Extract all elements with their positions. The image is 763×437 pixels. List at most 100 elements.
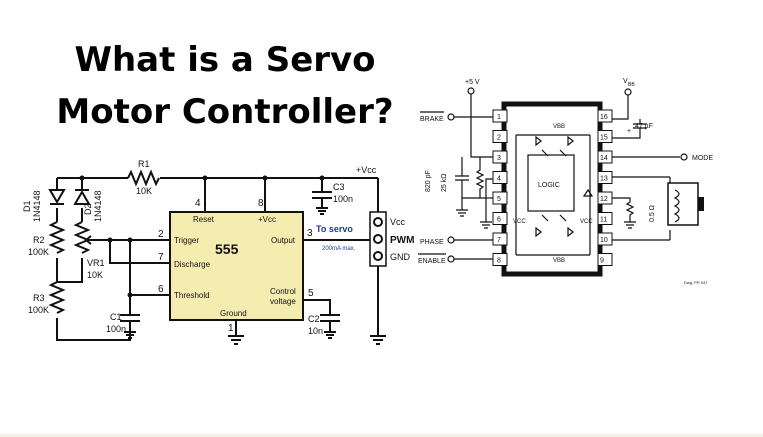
driver-pin-box — [597, 130, 613, 143]
driver-pin-number: 16 — [600, 114, 608, 121]
d1-part: 1N4148 — [32, 190, 42, 222]
driver-pin-number: 4 — [497, 176, 501, 183]
pin-ground-label: Ground — [220, 309, 247, 318]
driver-pin-box — [492, 171, 508, 184]
pin-threshold-label: Threshold — [174, 291, 210, 300]
conn-gnd-label: GND — [390, 252, 411, 262]
pin-voltage-label: voltage — [270, 297, 296, 306]
pin-4: 4 — [195, 198, 201, 209]
dwg-label: Dwg. PP-047 — [684, 280, 708, 285]
resistor-r2 — [48, 221, 66, 254]
driver-pin-box — [492, 130, 508, 143]
pin-5: 5 — [308, 288, 314, 299]
driver-pin-box — [597, 232, 613, 246]
driver-pin-box — [597, 212, 613, 225]
pin-6: 6 — [158, 284, 164, 295]
vcc-inner-a: VCC — [513, 219, 526, 225]
r3-name: R3 — [33, 293, 45, 303]
r2-value: 100K — [28, 247, 49, 257]
left-555-circuit: R1 10K +Vcc C3 100n D1 1N4148 R2 100K R3… — [22, 159, 414, 345]
vbb-top-sub: BB — [628, 82, 635, 88]
pin-7: 7 — [158, 252, 164, 263]
ic-555 — [169, 211, 304, 321]
pin-output-label: Output — [271, 236, 296, 245]
d2-name: D2 — [83, 203, 93, 215]
pin-1: 1 — [228, 323, 234, 334]
resistor-r1 — [127, 169, 160, 187]
pin-control-label: Control — [270, 287, 296, 296]
title-line-2: Motor Controller? — [56, 92, 394, 132]
to-servo-label: To servo — [316, 224, 353, 234]
c1-name: C1 — [110, 312, 122, 322]
r2-name: R2 — [33, 235, 45, 245]
driver-pin-number: 2 — [497, 135, 501, 142]
driver-pin-number: 9 — [600, 258, 604, 265]
driver-pin-number: 7 — [497, 237, 501, 244]
logic-label: LOGIC — [538, 182, 560, 189]
diode-d2 — [73, 189, 91, 205]
d2-part: 1N4148 — [93, 190, 103, 222]
servo-connector — [369, 211, 387, 267]
vbb-top-label: V — [623, 78, 628, 85]
d1-name: D1 — [22, 200, 32, 212]
mode-label: MODE — [692, 155, 713, 162]
c2-name: C2 — [308, 314, 320, 324]
pin-8: 8 — [258, 198, 264, 209]
driver-pin-number: 5 — [497, 196, 501, 203]
r3-value: 100K — [28, 305, 49, 315]
driver-pin-box — [597, 109, 613, 123]
pin-reset-label: Reset — [193, 215, 215, 224]
driver-pin-number: 6 — [497, 217, 501, 224]
motor-coil — [667, 182, 699, 226]
diode-d1 — [48, 189, 66, 205]
pin-discharge-label: Discharge — [174, 260, 211, 269]
driver-pin-number: 10 — [600, 237, 608, 244]
pin-2: 2 — [158, 229, 164, 240]
title-line-1: What is a Servo — [74, 40, 376, 80]
res-25k-label: 25 kΩ — [441, 174, 448, 192]
supply-vcc-label: +Vcc — [356, 165, 377, 175]
driver-pin-number: 13 — [600, 176, 608, 183]
c3-value: 100n — [333, 194, 353, 204]
driver-pin-box — [492, 109, 508, 123]
driver-pin-number: 8 — [497, 258, 501, 265]
brake-label: BRAKE — [420, 116, 444, 123]
pin-vcc-label: +Vcc — [258, 215, 276, 224]
driver-pin-number: 3 — [497, 155, 501, 162]
enable-label: ENABLE — [418, 258, 446, 265]
vcc-inner-b: VCC — [580, 219, 593, 225]
c3-name: C3 — [333, 182, 345, 192]
res-05-label: 0.5 Ω — [649, 205, 656, 222]
cap-820-label: 820 pF — [425, 170, 432, 192]
c1-value: 100n — [106, 324, 126, 334]
cap-047-label: .47 µF — [633, 123, 653, 130]
driver-pin-box — [597, 253, 613, 266]
vbb-inner-a: VBB — [553, 124, 565, 130]
current-label: 200mA max. — [322, 246, 356, 252]
logic-block — [527, 154, 575, 212]
driver-pin-number: 11 — [600, 217, 607, 224]
r1-name: R1 — [138, 159, 150, 169]
cap-plus-label: + — [627, 128, 631, 135]
phase-label: PHASE — [420, 239, 444, 246]
vr1-name: VR1 — [87, 258, 105, 268]
driver-pin-box — [492, 212, 508, 225]
conn-pwm-label: PWM — [390, 235, 414, 246]
vbb-inner-b: VBB — [553, 258, 565, 264]
driver-pin-box — [492, 232, 508, 246]
vr1-value: 10K — [87, 270, 103, 280]
supply-5v-label: +5 V — [465, 79, 480, 86]
pin-3: 3 — [307, 228, 313, 239]
ic-555-name: 555 — [215, 241, 239, 257]
footer-strip — [0, 434, 763, 437]
conn-vcc-label: Vcc — [390, 217, 406, 227]
driver-pin-number: 14 — [600, 155, 608, 162]
driver-pin-number: 1 — [497, 114, 501, 121]
c2-value: 10n — [308, 326, 323, 336]
driver-pin-number: 15 — [600, 135, 608, 142]
driver-package — [501, 101, 603, 277]
driver-pin-number: 12 — [600, 196, 608, 203]
r1-value: 10K — [136, 186, 152, 196]
